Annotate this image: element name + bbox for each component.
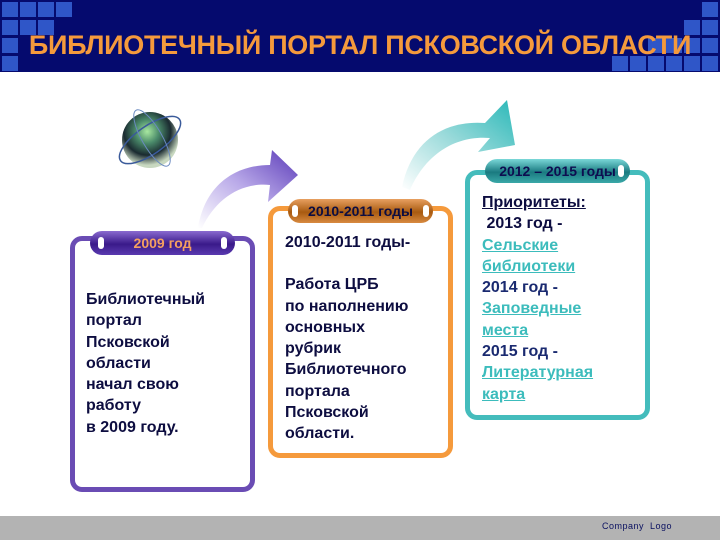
- text-line: начал свою: [86, 376, 179, 394]
- text-line: основных: [285, 318, 365, 336]
- decor-square: [684, 56, 700, 71]
- text-line: рубрик: [285, 340, 341, 358]
- timeline-text-2009: Библиотечный портал Псковской области на…: [86, 289, 205, 438]
- timeline-label-2009: 2009 год: [90, 231, 235, 255]
- page-title: БИБЛИОТЕЧНЫЙ ПОРТАЛ ПСКОВСКОЙ ОБЛАСТИ: [28, 30, 692, 60]
- decor-square: [702, 20, 718, 35]
- timeline-text-2010-2011: 2010-2011 годы- Работа ЦРБ по наполнению…: [285, 232, 410, 445]
- decor-square: [666, 56, 682, 71]
- text-line: Библиотечный: [86, 291, 205, 308]
- year-2015: 2015 год -: [482, 343, 558, 361]
- text-line: Работа ЦРБ: [285, 276, 379, 294]
- decor-square: [2, 56, 18, 71]
- pill-dot: [98, 237, 104, 249]
- decor-square: [684, 20, 700, 35]
- pill-dot: [221, 237, 227, 249]
- timeline-label-2012-2015: 2012 – 2015 годы: [485, 159, 630, 183]
- text-line: работу: [86, 397, 142, 415]
- link-reserved-places[interactable]: места: [482, 321, 529, 339]
- globe-icon: [118, 109, 182, 168]
- decor-square: [20, 20, 36, 35]
- timeline-label-2010-2011: 2010-2011 годы: [288, 199, 433, 223]
- decor-square: [702, 2, 718, 17]
- decor-square: [2, 20, 18, 35]
- decor-square: [2, 2, 18, 17]
- text-line: портал: [86, 312, 142, 330]
- text-line: в 2009 году.: [86, 418, 179, 436]
- text-line: 2010-2011 годы-: [285, 234, 411, 251]
- decor-square: [38, 20, 54, 35]
- timeline-card-2012-2015: [465, 170, 650, 420]
- link-rural-libraries[interactable]: Сельские: [482, 236, 559, 254]
- text-line: [285, 253, 410, 274]
- text-line: области.: [285, 425, 355, 443]
- decor-square: [684, 38, 700, 53]
- link-reserved-places[interactable]: Заповедные: [482, 300, 582, 318]
- text-line: портала: [285, 382, 350, 400]
- pill-dot: [618, 165, 624, 177]
- decor-square: [2, 38, 18, 53]
- text-line: Библиотечного: [285, 361, 407, 379]
- curved-arrow-icon: [402, 100, 515, 190]
- decor-square: [630, 56, 646, 71]
- decor-square: [20, 2, 36, 17]
- decor-square: [56, 2, 72, 17]
- timeline-card-2010-2011: [268, 206, 453, 458]
- decor-square: [648, 56, 664, 71]
- timeline-label-text: 2009 год: [133, 235, 192, 251]
- decor-square: [648, 38, 664, 53]
- header-banner: БИБЛИОТЕЧНЫЙ ПОРТАЛ ПСКОВСКОЙ ОБЛАСТИ: [0, 0, 720, 72]
- pill-dot: [423, 205, 429, 217]
- decor-square: [38, 2, 54, 17]
- timeline-text-2012-2015: Приоритеты: 2013 год - Сельские библиоте…: [482, 192, 593, 405]
- decor-square: [666, 38, 682, 53]
- timeline-label-text: 2010-2011 годы: [308, 203, 413, 219]
- footer-bar: Company Logo: [0, 516, 720, 540]
- pill-dot: [292, 205, 298, 217]
- timeline-label-text: 2012 – 2015 годы: [499, 163, 616, 179]
- decor-square: [612, 56, 628, 71]
- link-rural-libraries[interactable]: библиотеки: [482, 257, 576, 275]
- link-literary-map[interactable]: карта: [482, 385, 526, 403]
- year-2013: 2013 год -: [482, 215, 563, 233]
- decor-square: [702, 56, 718, 71]
- link-literary-map[interactable]: Литературная: [482, 364, 594, 382]
- text-line: Псковской: [86, 333, 170, 351]
- curved-arrow-icon: [198, 150, 298, 228]
- text-line: по наполнению: [285, 297, 409, 315]
- text-line: Псковской: [285, 404, 369, 422]
- company-logo-text: Company Logo: [602, 521, 673, 531]
- text-line: области: [86, 354, 151, 372]
- year-2014: 2014 год -: [482, 279, 558, 297]
- decor-square: [702, 38, 718, 53]
- priorities-heading: Приоритеты:: [482, 194, 586, 211]
